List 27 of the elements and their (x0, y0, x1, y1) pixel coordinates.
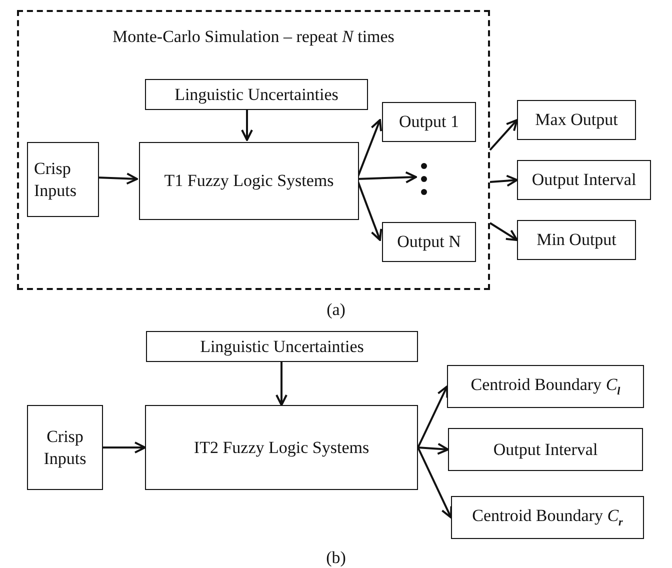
arrow (490, 174, 518, 187)
process-box: Min Output (517, 220, 636, 260)
arrow (489, 119, 518, 151)
arrow (417, 386, 448, 448)
arrow (241, 108, 253, 141)
process-box: Output 1 (382, 102, 476, 142)
process-box: Crisp Inputs (27, 405, 103, 490)
process-box: Crisp Inputs (27, 142, 99, 217)
arrow (103, 442, 146, 454)
process-box: Output Interval (448, 428, 643, 471)
process-box: Linguistic Uncertainties (146, 331, 418, 362)
frame-heading: Monte-Carlo Simulation – repeat N times (112, 26, 396, 48)
process-box: Output N (382, 222, 476, 262)
process-box: Centroid Boundary C$_{l}$ (447, 365, 644, 408)
arrow (276, 362, 288, 406)
process-box: Max Output (517, 100, 636, 140)
process-box: T1 Fuzzy Logic Systems (139, 142, 359, 220)
subfigure-caption: (a) (326, 300, 346, 320)
dashed-frame (17, 10, 490, 290)
process-box: Output Interval (517, 160, 651, 200)
process-box: IT2 Fuzzy Logic Systems (145, 405, 418, 490)
arrow (418, 442, 449, 455)
process-box: Linguistic Uncertainties (145, 79, 368, 110)
arrow (417, 447, 452, 518)
process-box: Centroid Boundary C$_{r}$ (451, 496, 644, 539)
arrow (489, 222, 518, 241)
subfigure-caption: (b) (326, 548, 346, 568)
